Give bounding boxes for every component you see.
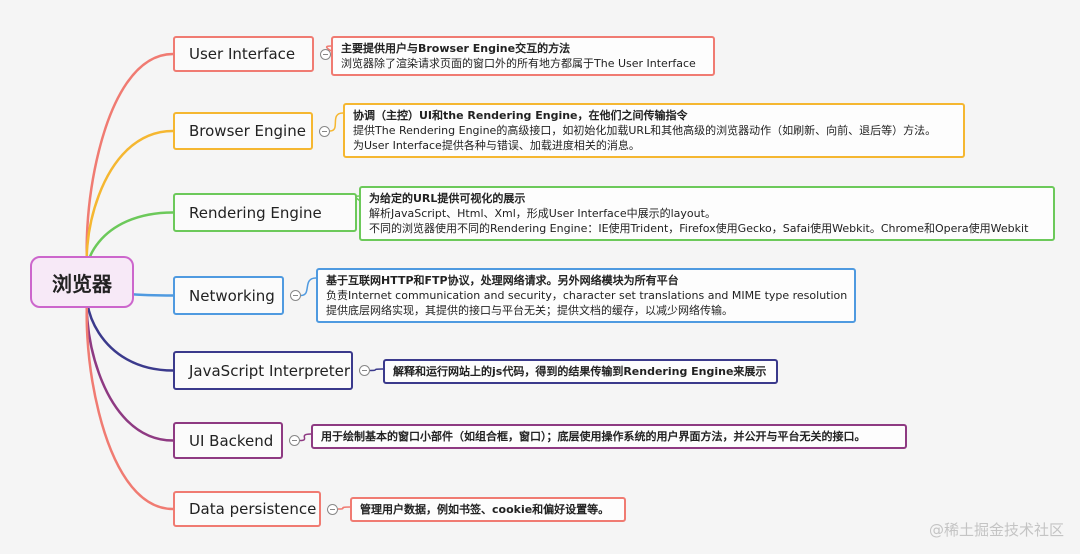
note-line: 为给定的URL提供可视化的展示 bbox=[369, 192, 526, 205]
root-topic-label: 浏览器 bbox=[52, 271, 112, 296]
branch-topic-label: Browser Engine bbox=[189, 122, 306, 140]
root-topic[interactable]: 浏览器 bbox=[30, 256, 134, 308]
branch-topic[interactable]: Data persistence bbox=[173, 491, 321, 527]
note-line: 主要提供用户与Browser Engine交互的方法 bbox=[341, 42, 571, 55]
note-line: 解释和运行网站上的js代码，得到的结果传输到Rendering Engine来展… bbox=[393, 365, 767, 378]
collapse-toggle-icon[interactable] bbox=[359, 365, 370, 376]
note-line: 为User Interface提供各种与错误、加载进度相关的消息。 bbox=[353, 139, 640, 152]
branch-note[interactable]: 管理用户数据，例如书签、cookie和偏好设置等。 bbox=[350, 497, 626, 522]
note-line: 解析JavaScript、Html、Xml，形成User Interface中展… bbox=[369, 207, 716, 220]
watermark-text: @稀土掘金技术社区 bbox=[928, 521, 1064, 539]
note-line: 协调（主控）UI和the Rendering Engine，在他们之间传输指令 bbox=[353, 109, 688, 122]
branch-note[interactable]: 主要提供用户与Browser Engine交互的方法浏览器除了渲染请求页面的窗口… bbox=[331, 36, 715, 76]
branch-note[interactable]: 基于互联网HTTP和FTP协议，处理网络请求。另外网络模块为所有平台负责Inte… bbox=[316, 268, 856, 323]
root-branch-connector bbox=[85, 52, 175, 284]
branch-topic[interactable]: Browser Engine bbox=[173, 112, 313, 150]
branch-topic[interactable]: Networking bbox=[173, 276, 284, 315]
note-line: 管理用户数据，例如书签、cookie和偏好设置等。 bbox=[360, 503, 610, 516]
branch-note-connector bbox=[300, 277, 317, 297]
note-line: 负责Internet communication and security，ch… bbox=[326, 289, 848, 302]
note-line: 用于绘制基本的窗口小部件（如组合框，窗口）；底层使用操作系统的用户界面方法，并公… bbox=[321, 430, 866, 443]
branch-topic-label: Networking bbox=[189, 286, 275, 305]
note-line: 基于互联网HTTP和FTP协议，处理网络请求。另外网络模块为所有平台 bbox=[326, 274, 679, 287]
collapse-toggle-icon[interactable] bbox=[327, 503, 338, 515]
branch-note[interactable]: 为给定的URL提供可视化的展示解析JavaScript、Html、Xml，形成U… bbox=[359, 186, 1055, 241]
note-line: 不同的浏览器使用不同的Rendering Engine：IE使用Trident，… bbox=[369, 222, 1029, 235]
branch-note[interactable]: 用于绘制基本的窗口小部件（如组合框，窗口）；底层使用操作系统的用户界面方法，并公… bbox=[311, 424, 907, 449]
branch-topic[interactable]: UI Backend bbox=[173, 422, 283, 459]
collapse-toggle-icon[interactable] bbox=[290, 290, 301, 301]
branch-note-connector bbox=[337, 506, 351, 510]
branch-note[interactable]: 协调（主控）UI和the Rendering Engine，在他们之间传输指令提… bbox=[343, 103, 965, 158]
branch-topic-label: UI Backend bbox=[189, 431, 274, 450]
root-branch-connector bbox=[85, 280, 175, 511]
note-line: 提供底层网络实现，其提供的接口与平台无关；提供文档的缓存，以减少网络传输。 bbox=[326, 304, 733, 317]
branch-note-connector bbox=[369, 368, 384, 372]
collapse-toggle-icon[interactable] bbox=[320, 48, 331, 60]
branch-note[interactable]: 解释和运行网站上的js代码，得到的结果传输到Rendering Engine来展… bbox=[383, 359, 778, 384]
branch-topic-label: JavaScript Interpreter bbox=[189, 361, 351, 380]
note-line: 提供The Rendering Engine的高级接口，如初始化加载URL和其他… bbox=[353, 124, 937, 137]
branch-topic-label: Rendering Engine bbox=[189, 203, 322, 222]
branch-topic[interactable]: Rendering Engine bbox=[173, 193, 357, 232]
branch-topic-label: Data persistence bbox=[189, 500, 317, 518]
note-line: 浏览器除了渲染请求页面的窗口外的所有地方都属于The User Interfac… bbox=[341, 57, 696, 70]
branch-note-connector bbox=[299, 433, 312, 442]
collapse-toggle-icon[interactable] bbox=[319, 125, 330, 137]
branch-topic[interactable]: User Interface bbox=[173, 36, 314, 72]
collapse-toggle-icon[interactable] bbox=[289, 435, 300, 446]
branch-topic-label: User Interface bbox=[189, 45, 296, 63]
branch-note-connector bbox=[329, 112, 344, 132]
branch-topic[interactable]: JavaScript Interpreter bbox=[173, 351, 353, 390]
